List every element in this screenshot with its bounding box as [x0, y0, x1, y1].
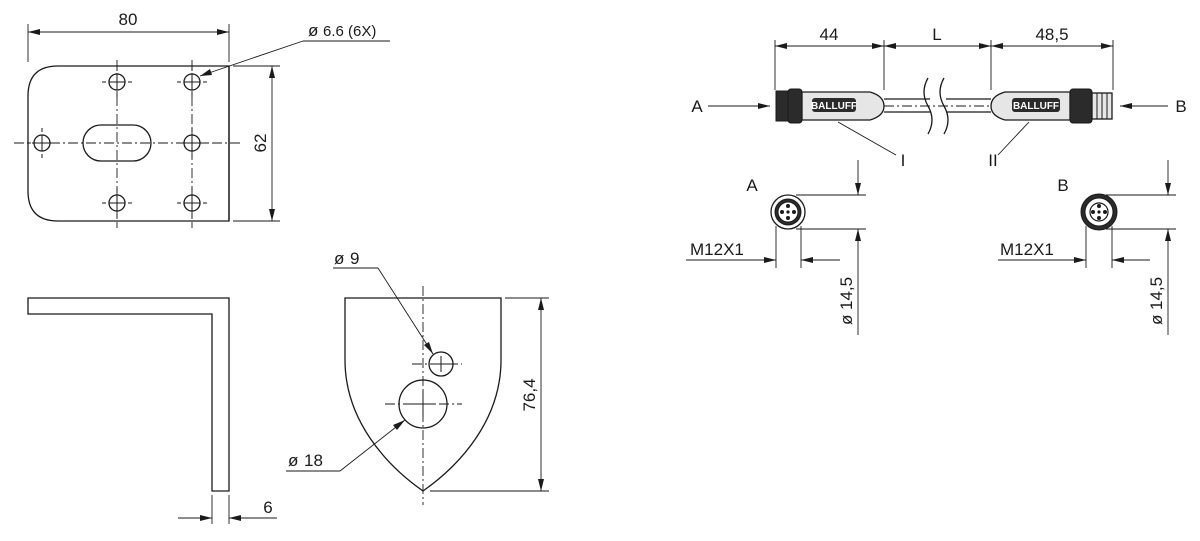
bracket-top-view: 80 62 ø 6.6 (6X) — [14, 10, 390, 228]
connector-nut-left — [775, 90, 789, 122]
bracket-side-view: 6 — [27, 297, 277, 524]
diameter-symbol: ø — [308, 21, 318, 40]
small-hole — [428, 351, 454, 377]
hole-callout: 6.6 (6X) — [323, 23, 376, 40]
cable-assembly: 44 L 48,5 A B BALLUFF BALLUFF — [691, 25, 1186, 170]
detail-b: B M12X1 ø 14,5 — [998, 160, 1176, 335]
brand-label-right: BALLUFF — [1013, 101, 1059, 112]
cable-length-dimension: L — [932, 25, 941, 44]
part-i-label: I — [901, 151, 906, 170]
detail-b-title: B — [1057, 176, 1068, 195]
diameter-symbol: ø — [837, 315, 856, 325]
detail-a-title: A — [746, 176, 758, 195]
brand-label-left: BALLUFF — [811, 101, 857, 112]
mounting-slot — [82, 124, 152, 162]
thickness-dimension: 6 — [263, 498, 272, 517]
diameter-symbol: ø — [1147, 315, 1166, 325]
connector-nut-right — [1069, 88, 1093, 124]
front-height-dimension: 76,4 — [520, 378, 539, 411]
break-line — [939, 77, 949, 135]
small-hole-dimension: 9 — [350, 249, 359, 268]
left-length-dimension: 44 — [820, 25, 839, 44]
right-length-dimension: 48,5 — [1035, 25, 1068, 44]
large-hole-dimension: 18 — [304, 451, 323, 470]
diameter-symbol: ø — [288, 451, 298, 470]
detail-a: A M12X1 ø 14,5 — [686, 160, 866, 335]
diameter-a: 14,5 — [837, 277, 856, 310]
view-a-label: A — [691, 97, 703, 116]
height-dimension: 62 — [251, 134, 270, 153]
large-hole — [398, 379, 448, 429]
thread-a: M12X1 — [690, 240, 744, 259]
break-line — [923, 77, 933, 135]
part-ii-label: II — [988, 151, 997, 170]
width-dimension: 80 — [119, 10, 138, 29]
bracket-front-view: ø 9 ø 18 76,4 — [286, 249, 549, 505]
diameter-symbol: ø — [334, 249, 344, 268]
view-b-label: B — [1175, 97, 1186, 116]
diameter-b: 14,5 — [1147, 277, 1166, 310]
thread-b: M12X1 — [1000, 240, 1054, 259]
